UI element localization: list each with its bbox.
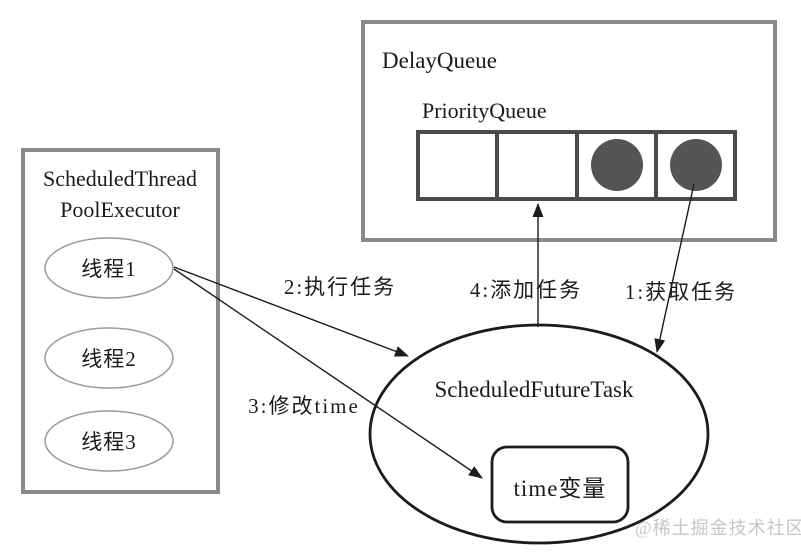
executor-box: ScheduledThread PoolExecutor 线程1 线程2 线程3 bbox=[21, 148, 220, 494]
thread-3-ellipse bbox=[44, 410, 174, 472]
task-dot-slot3 bbox=[591, 139, 643, 191]
label-step4: 4:添加任务 bbox=[470, 278, 582, 302]
executor-title-line2: PoolExecutor bbox=[60, 197, 180, 222]
thread-2-ellipse bbox=[44, 327, 174, 389]
arrows bbox=[173, 183, 695, 479]
executor-title-line1: ScheduledThread bbox=[43, 166, 197, 191]
scheduled-future-task: ScheduledFutureTask time变量 bbox=[368, 323, 710, 545]
thread-3-label: 线程3 bbox=[81, 430, 137, 454]
watermark: @稀土掘金技术社区 bbox=[635, 518, 801, 538]
priority-queue-slots bbox=[416, 130, 737, 201]
arrow-step3-modify-time bbox=[173, 268, 483, 479]
delay-queue-box: DelayQueue PriorityQueue bbox=[361, 20, 777, 242]
label-step2: 2:执行任务 bbox=[284, 275, 396, 299]
arrow-step1-get-task bbox=[654, 183, 695, 353]
time-variable-label: time变量 bbox=[514, 476, 607, 501]
task-title: ScheduledFutureTask bbox=[435, 377, 634, 402]
time-variable-box bbox=[490, 445, 630, 524]
thread-1-label: 线程1 bbox=[81, 257, 137, 281]
thread-1-ellipse bbox=[44, 237, 174, 299]
arrow-step2-execute-task bbox=[173, 266, 409, 357]
label-step3: 3:修改time bbox=[248, 394, 360, 418]
label-step1: 1:获取任务 bbox=[625, 280, 737, 304]
delay-queue-title: DelayQueue bbox=[382, 48, 497, 73]
arrow-labels: 2:执行任务 4:添加任务 1:获取任务 3:修改time bbox=[248, 275, 737, 418]
task-dot-slot4 bbox=[670, 139, 722, 191]
priority-queue-title: PriorityQueue bbox=[422, 98, 547, 123]
thread-2-label: 线程2 bbox=[81, 347, 137, 371]
